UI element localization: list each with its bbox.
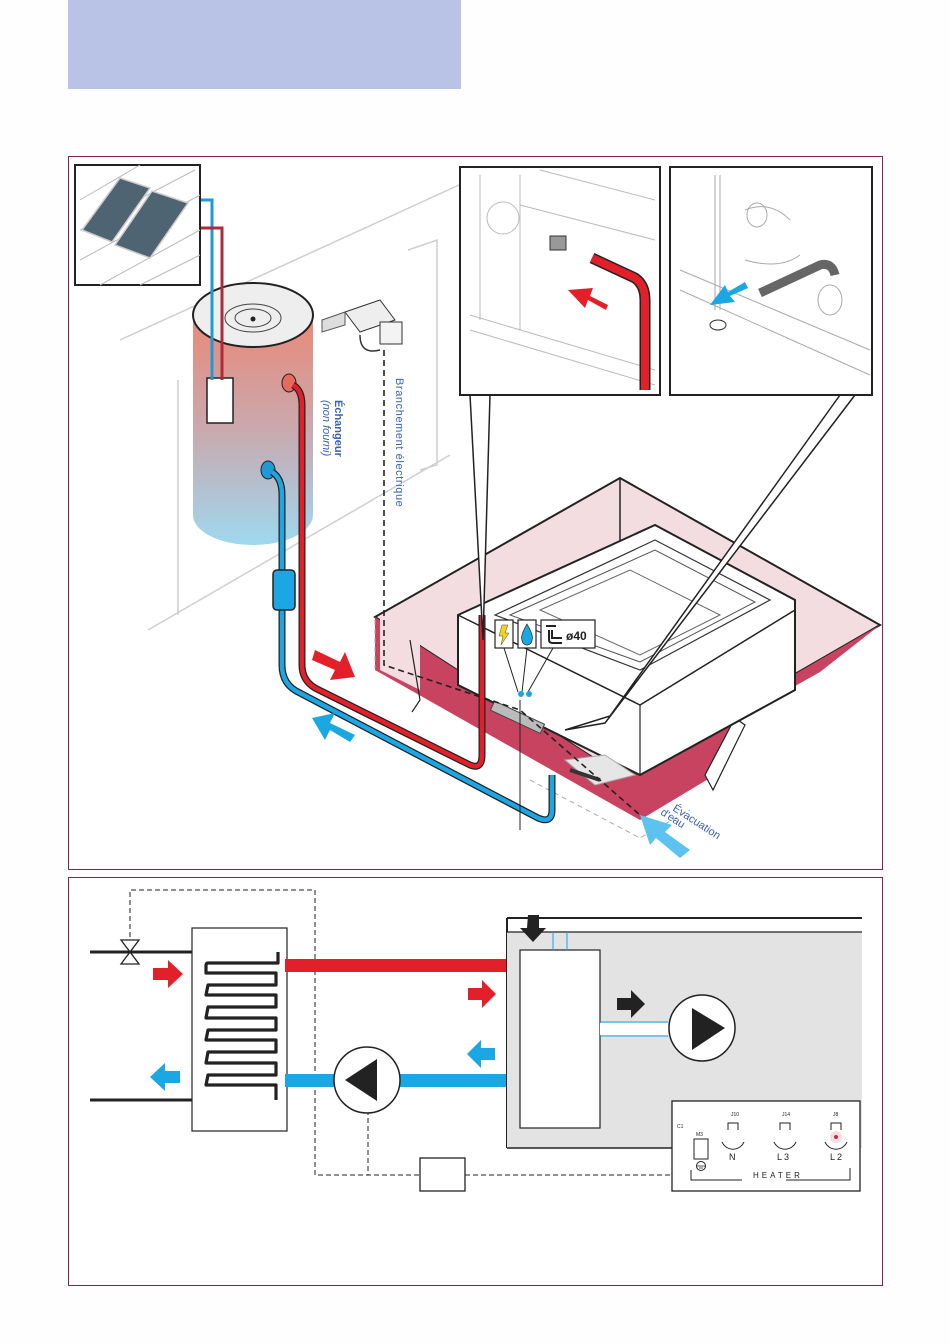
cold-out-arrow — [150, 1063, 180, 1091]
hot-in-arrow — [153, 960, 183, 988]
terminal-label-n: N — [729, 1152, 736, 1162]
spa-heater — [520, 950, 600, 1128]
ground-connector-ref: M3 — [696, 1132, 703, 1138]
heater-terminal-panel: C1 M3 J10 N J14 L3 J8 L2 HEATER — [672, 1101, 860, 1191]
svg-text:J8: J8 — [833, 1112, 839, 1118]
svg-text:J14: J14 — [782, 1112, 790, 1118]
terminal-label-l2: L2 — [830, 1152, 844, 1162]
terminal-label-l3: L3 — [777, 1152, 791, 1162]
controller-box — [420, 1158, 465, 1191]
cold-supply-arrow — [467, 1040, 495, 1068]
heater-title: HEATER — [753, 1171, 803, 1180]
hot-return-arrow — [468, 980, 496, 1008]
svg-text:J10: J10 — [731, 1112, 739, 1118]
panel-ref: C1 — [677, 1124, 684, 1130]
